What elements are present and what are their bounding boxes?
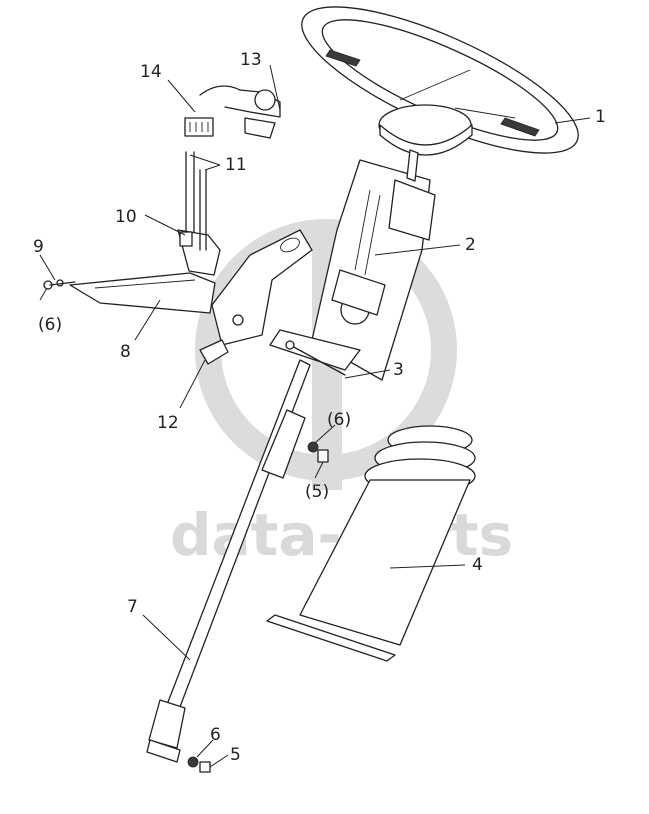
callout-1: 1 xyxy=(595,107,606,127)
connector xyxy=(184,117,214,137)
callout-3: 3 xyxy=(393,360,404,380)
steering-column-housing xyxy=(269,149,436,381)
callout-14: 14 xyxy=(140,62,162,82)
callout-11: 11 xyxy=(225,155,247,175)
bolt xyxy=(285,340,346,376)
clip xyxy=(199,339,229,365)
callout-6-left: (6) xyxy=(38,315,62,335)
rods xyxy=(185,151,207,251)
callout-12: 12 xyxy=(157,413,179,433)
rubber-boot xyxy=(266,425,476,662)
callout-13: 13 xyxy=(240,50,262,70)
callout-7: 7 xyxy=(127,597,138,617)
callout-10: 10 xyxy=(115,207,137,227)
callout-8: 8 xyxy=(120,342,131,362)
nut-washer-lower xyxy=(187,756,211,773)
callout-5-lower: 5 xyxy=(230,745,241,765)
callout-4: 4 xyxy=(472,555,483,575)
switch-bracket xyxy=(177,229,221,276)
leader-lines xyxy=(39,64,591,768)
callout-2: 2 xyxy=(465,235,476,255)
switch-harness xyxy=(199,85,281,139)
pin xyxy=(43,279,76,290)
callout-6-lower: 6 xyxy=(210,725,221,745)
steering-wheel xyxy=(301,6,579,156)
lever-arm xyxy=(69,272,216,314)
callout-9: 9 xyxy=(33,237,44,257)
column-bracket xyxy=(211,229,313,346)
nut-washer-upper xyxy=(307,441,329,463)
callout-5-upper: (5) xyxy=(305,482,329,502)
steering-shaft xyxy=(146,359,311,763)
callout-labels: 1 2 3 4 (5) 5 (6) (6) 6 7 8 9 10 11 12 1… xyxy=(33,50,606,765)
callout-6-upper: (6) xyxy=(327,410,351,430)
